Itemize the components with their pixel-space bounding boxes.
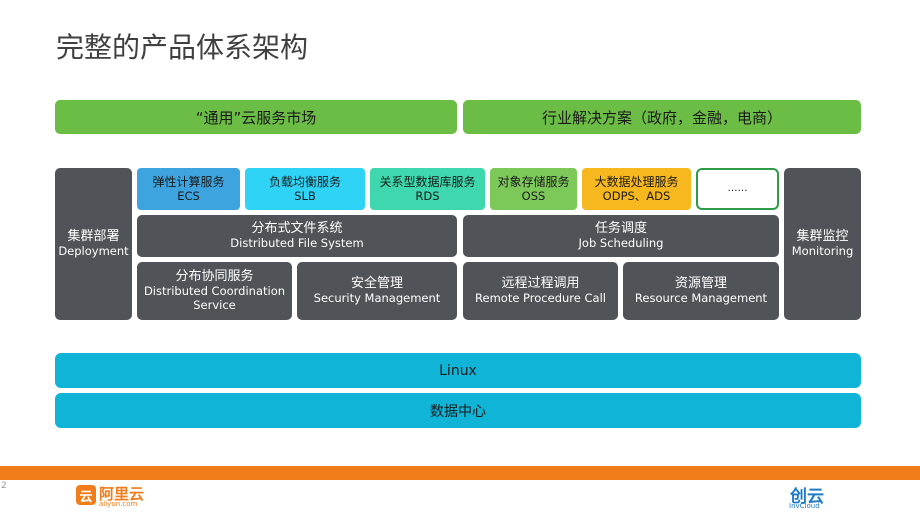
- footer-band: [0, 466, 920, 480]
- industry-solutions-label: 行业解决方案（政府，金融，电商）: [541, 108, 782, 127]
- distributed-coordination-service: 分布协同服务 Distributed Coordination Service: [137, 262, 292, 320]
- cluster-deployment-en: Deployment: [58, 244, 129, 258]
- cluster-monitoring-en: Monitoring: [791, 244, 854, 258]
- invcloud-logo: 创云 InvCloud: [786, 482, 836, 514]
- service-oss-en: OSS: [521, 189, 546, 203]
- service-rds-en: RDS: [415, 189, 440, 203]
- service-oss: 对象存储服务 OSS: [490, 168, 577, 210]
- coord-en-2: Service: [193, 298, 236, 312]
- cluster-deployment-box: 集群部署 Deployment: [55, 168, 132, 320]
- service-odps-ads: 大数据处理服务 ODPS、ADS: [582, 168, 691, 210]
- cloud-marketplace-label: “通用”云服务市场: [195, 108, 317, 127]
- security-en: Security Management: [313, 291, 441, 305]
- aliyun-logo-domain: aliyun.com: [99, 500, 138, 508]
- service-ecs-cn: 弹性计算服务: [152, 175, 225, 189]
- service-ecs-en: ECS: [177, 189, 200, 203]
- invcloud-logo-name: 创云: [790, 487, 824, 507]
- service-rds-cn: 关系型数据库服务: [379, 175, 476, 189]
- coord-en-1: Distributed Coordination: [143, 284, 286, 298]
- cluster-deployment-cn: 集群部署: [67, 229, 120, 244]
- aliyun-logo: 云 阿里云 aliyun.com: [76, 484, 156, 510]
- cloud-marketplace-bar: “通用”云服务市场: [55, 100, 457, 134]
- service-oss-cn: 对象存储服务: [497, 175, 570, 189]
- service-slb: 负载均衡服务 SLB: [245, 168, 365, 210]
- job-cn: 任务调度: [594, 221, 647, 236]
- service-odps-en: ODPS、ADS: [602, 189, 671, 203]
- service-rds: 关系型数据库服务 RDS: [370, 168, 485, 210]
- service-ecs: 弹性计算服务 ECS: [137, 168, 240, 210]
- aliyun-logo-name: 阿里云: [99, 485, 145, 503]
- linux-label: Linux: [439, 362, 477, 379]
- page-number: 2: [1, 481, 7, 491]
- coord-cn: 分布协同服务: [175, 269, 254, 284]
- service-more: ……: [696, 168, 779, 210]
- resource-cn: 资源管理: [674, 276, 727, 291]
- dfs-cn: 分布式文件系统: [251, 221, 343, 236]
- service-slb-cn: 负载均衡服务: [268, 175, 341, 189]
- job-en: Job Scheduling: [578, 236, 664, 250]
- data-center-label: 数据中心: [430, 403, 486, 420]
- security-cn: 安全管理: [350, 276, 403, 291]
- rpc-en: Remote Procedure Call: [475, 291, 606, 305]
- service-more-ellipsis: ……: [727, 183, 748, 194]
- cluster-monitoring-cn: 集群监控: [796, 229, 849, 244]
- resource-management: 资源管理 Resource Management: [623, 262, 779, 320]
- aliyun-cloud-icon: 云: [76, 485, 96, 505]
- page-title: 完整的产品体系架构: [56, 31, 309, 64]
- remote-procedure-call: 远程过程调用 Remote Procedure Call: [463, 262, 618, 320]
- linux-layer: Linux: [55, 353, 861, 388]
- data-center-layer: 数据中心: [55, 393, 861, 428]
- invcloud-logo-domain: InvCloud: [789, 502, 820, 510]
- industry-solutions-bar: 行业解决方案（政府，金融，电商）: [463, 100, 861, 134]
- security-management: 安全管理 Security Management: [297, 262, 457, 320]
- service-odps-cn: 大数据处理服务: [594, 175, 679, 189]
- cluster-monitoring-box: 集群监控 Monitoring: [784, 168, 861, 320]
- resource-en: Resource Management: [634, 291, 768, 305]
- service-slb-en: SLB: [294, 189, 316, 203]
- dfs-en: Distributed File System: [230, 236, 364, 250]
- rpc-cn: 远程过程调用: [501, 276, 580, 291]
- distributed-file-system: 分布式文件系统 Distributed File System: [137, 215, 457, 257]
- job-scheduling: 任务调度 Job Scheduling: [463, 215, 779, 257]
